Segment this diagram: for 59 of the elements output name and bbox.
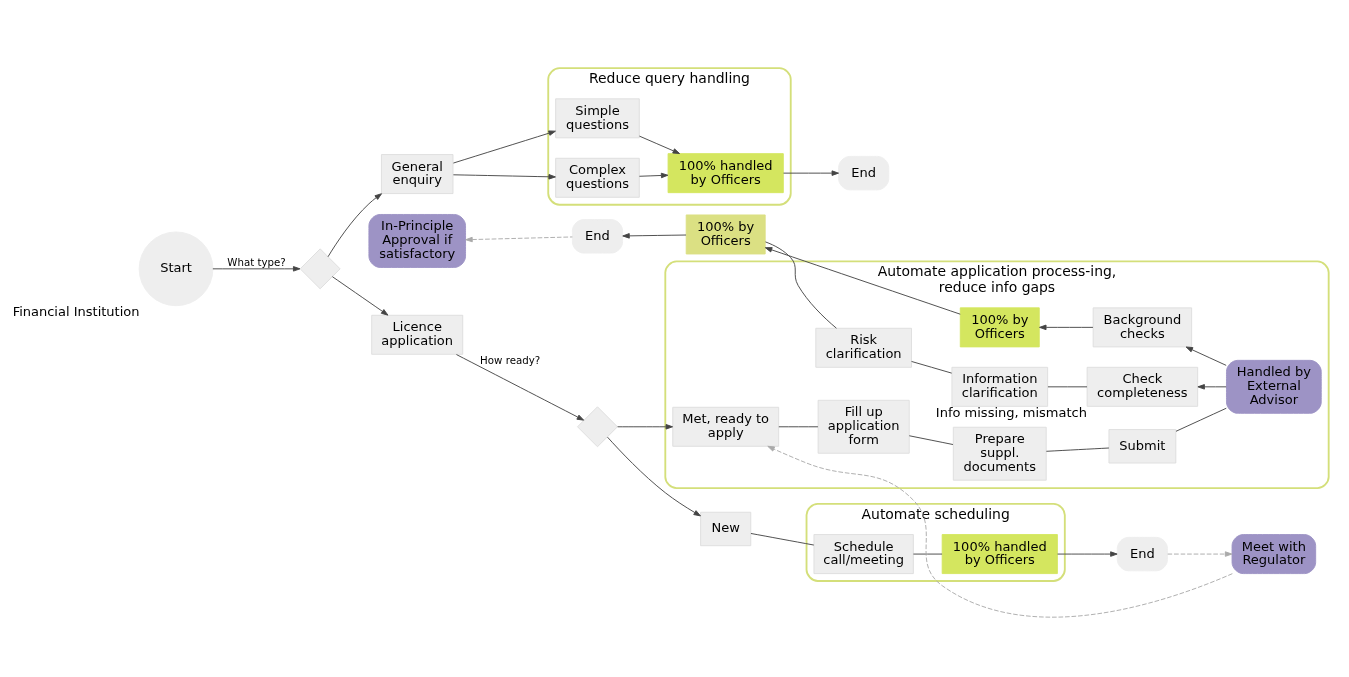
node-box: New — [700, 511, 752, 546]
connector — [908, 434, 954, 445]
node-box: Information clarification — [951, 366, 1049, 407]
node-box: General enquiry — [381, 153, 454, 194]
node-box: 100% by Officers — [959, 306, 1040, 347]
node-box: In-Principle Approval if satisfactory — [368, 213, 466, 268]
arrow — [465, 236, 573, 242]
connector — [912, 553, 943, 555]
arrow — [327, 192, 382, 257]
arrow — [622, 232, 687, 239]
arrow — [607, 436, 701, 516]
node-box: Fill up application form — [817, 399, 910, 454]
node-box: End — [838, 155, 890, 190]
node-label: Financial Institution — [12, 303, 140, 319]
node-box: Submit — [1108, 428, 1177, 463]
node-box: 100% by Officers — [685, 214, 766, 254]
node-box: Check completeness — [1086, 366, 1199, 407]
arrow — [455, 353, 585, 421]
node-box: Simple questions — [555, 97, 640, 138]
arrow — [764, 246, 961, 315]
connector — [1175, 407, 1227, 432]
node-box: Handled by External Advisor — [1226, 359, 1322, 414]
node-box: Met, ready to apply — [672, 406, 780, 447]
arrow — [1197, 383, 1227, 390]
edge-label: What type? — [227, 256, 286, 268]
node-box: Prepare suppl. documents — [952, 426, 1047, 481]
node-box: Risk clarification — [815, 327, 912, 368]
arrow — [452, 129, 556, 164]
node-box: Background checks — [1092, 306, 1193, 347]
arrow — [331, 275, 389, 316]
arrow — [638, 135, 681, 154]
node-box: Meet with Regulator — [1231, 533, 1317, 574]
node-box: Licence application — [371, 314, 464, 355]
node-label: Info missing, mismatch — [935, 404, 1087, 420]
connector — [750, 532, 815, 545]
arrow — [1057, 550, 1118, 557]
connector — [1047, 385, 1088, 387]
node-diamond — [299, 247, 341, 289]
arrow — [212, 265, 301, 272]
node-circle: Start — [138, 231, 214, 306]
node-box: 100% handled by Officers — [941, 533, 1058, 574]
arrow — [767, 445, 1233, 617]
connector — [911, 360, 953, 374]
node-box: Schedule call/meeting — [813, 533, 914, 574]
node-box: End — [1116, 536, 1168, 571]
arrow — [638, 172, 669, 178]
arrow — [783, 169, 839, 176]
connector — [765, 240, 837, 329]
node-box: Complex questions — [555, 157, 640, 198]
edge-label: How ready? — [480, 354, 541, 366]
node-box: 100% handled by Officers — [667, 152, 784, 193]
arrow — [452, 173, 556, 180]
arrow — [617, 423, 674, 430]
node-box: End — [571, 218, 624, 253]
connector — [778, 425, 819, 427]
arrow — [1185, 346, 1227, 366]
arrow — [1167, 550, 1233, 557]
connector — [1045, 447, 1110, 452]
arrow — [1039, 324, 1094, 330]
